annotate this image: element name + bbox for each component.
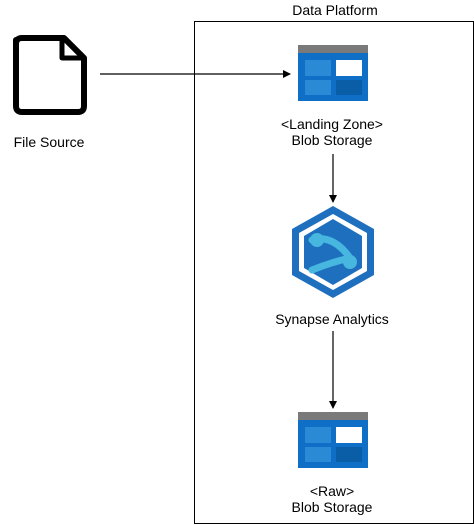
file-icon bbox=[13, 35, 87, 115]
synapse-label: Synapse Analytics bbox=[275, 311, 389, 327]
raw-label: <Raw> Blob Storage bbox=[232, 483, 432, 515]
platform-title: Data Platform bbox=[292, 2, 378, 18]
landing-blob-storage-icon bbox=[298, 45, 368, 101]
landing-zone-subtitle: Blob Storage bbox=[291, 132, 373, 148]
file-source-label: File Source bbox=[13, 134, 85, 150]
raw-title: <Raw> bbox=[309, 483, 355, 499]
raw-blob-storage-icon bbox=[298, 412, 368, 468]
synapse-analytics-icon bbox=[292, 206, 374, 298]
landing-zone-title: <Landing Zone> bbox=[281, 116, 383, 132]
raw-subtitle: Blob Storage bbox=[291, 499, 373, 515]
landing-zone-label: <Landing Zone> Blob Storage bbox=[232, 116, 432, 148]
